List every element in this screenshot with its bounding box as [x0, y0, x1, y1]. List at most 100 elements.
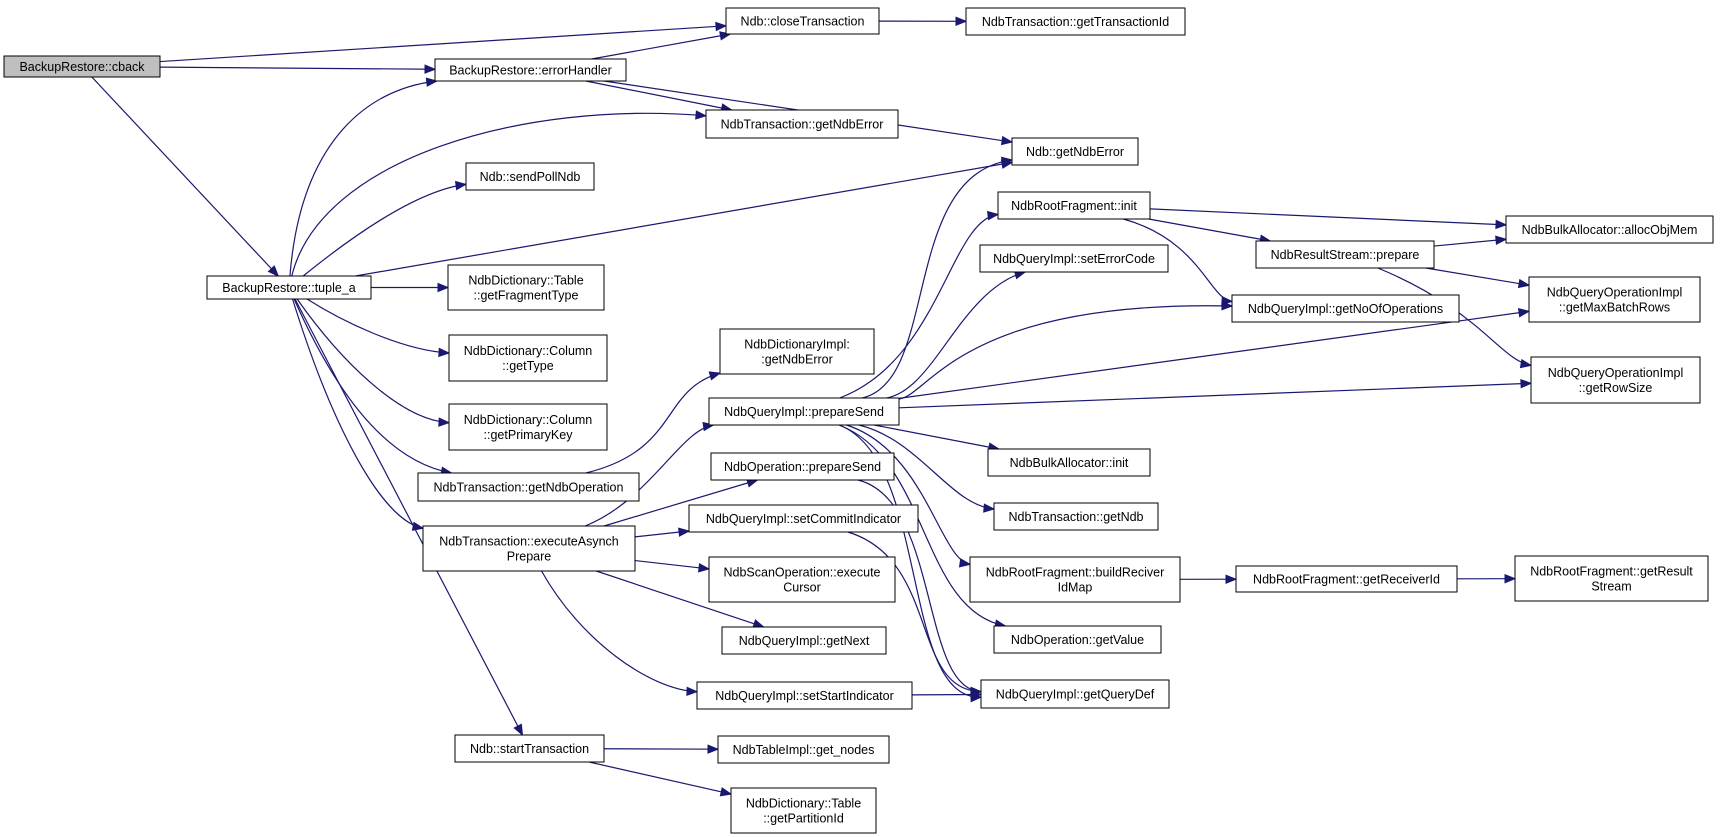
node-box[interactable]: [3, 55, 161, 78]
node-get-ndb-operation[interactable]: NdbTransaction::getNdbOperation: [417, 472, 640, 502]
node-box[interactable]: [422, 525, 636, 572]
arrowhead: [424, 64, 437, 74]
node-tx-get-ndb-error[interactable]: NdbTransaction::getNdbError: [705, 109, 899, 139]
node-box[interactable]: [708, 397, 900, 426]
node-ndb-get-ndb-error[interactable]: Ndb::getNdbError: [1011, 137, 1139, 166]
node-label: NdbOperation::prepareSend: [724, 460, 881, 474]
node-get-nodes[interactable]: NdbTableImpl::get_nodes: [717, 735, 890, 764]
node-bulk-init[interactable]: NdbBulkAllocator::init: [987, 448, 1151, 477]
node-box[interactable]: [434, 58, 627, 82]
edge-line: [1425, 267, 1530, 286]
node-box[interactable]: [454, 734, 605, 763]
node-label: BackupRestore::cback: [19, 60, 145, 74]
node-box[interactable]: [206, 275, 372, 300]
node-col-get-type[interactable]: NdbDictionary::Column::getType: [448, 334, 608, 382]
edge-qi-prepare-send-to-bulk-init: [874, 424, 1001, 452]
node-box[interactable]: [688, 504, 919, 533]
node-box[interactable]: [1255, 240, 1435, 269]
node-set-start-indicator[interactable]: NdbQueryImpl::setStartIndicator: [696, 681, 913, 710]
node-box[interactable]: [730, 787, 877, 834]
node-box[interactable]: [1235, 565, 1458, 593]
node-tuple-a[interactable]: BackupRestore::tuple_a: [206, 275, 372, 300]
node-get-max-batch-rows[interactable]: NdbQueryOperationImpl::getMaxBatchRows: [1528, 276, 1701, 323]
node-cback[interactable]: BackupRestore::cback: [3, 55, 161, 78]
node-box[interactable]: [969, 556, 1181, 603]
node-dict-impl-get-ndb-error[interactable]: NdbDictionaryImpl::getNdbError: [719, 328, 875, 375]
arrowhead: [686, 686, 699, 697]
node-box[interactable]: [448, 334, 608, 382]
node-label: NdbBulkAllocator::allocObjMem: [1522, 223, 1698, 237]
node-box[interactable]: [696, 681, 913, 710]
node-get-receiver-id[interactable]: NdbRootFragment::getReceiverId: [1235, 565, 1458, 593]
node-box[interactable]: [708, 556, 896, 603]
edge-start-transaction-to-get-nodes: [603, 744, 720, 754]
node-box[interactable]: [710, 452, 895, 481]
node-rf-init[interactable]: NdbRootFragment::init: [997, 191, 1151, 220]
node-box[interactable]: [993, 502, 1159, 531]
node-box[interactable]: [980, 679, 1170, 709]
edge-line: [1377, 267, 1532, 366]
edge-rf-init-to-alloc-obj-mem: [1149, 208, 1508, 230]
node-box[interactable]: [979, 244, 1169, 273]
edge-cback-to-close-transaction: [159, 21, 728, 63]
edge-execute-asynch-prepare-to-set-start-indicator: [541, 570, 699, 697]
node-box[interactable]: [417, 472, 640, 502]
node-label: NdbRootFragment::buildReciver: [986, 566, 1165, 580]
node-send-poll-ndb[interactable]: Ndb::sendPollNdb: [465, 162, 595, 191]
edge-qi-prepare-send-to-rf-init: [839, 210, 1000, 399]
node-box[interactable]: [1231, 294, 1460, 323]
edge-execute-asynch-prepare-to-set-commit-indicator: [634, 527, 691, 538]
node-alloc-obj-mem[interactable]: NdbBulkAllocator::allocObjMem: [1505, 215, 1714, 244]
node-get-row-size[interactable]: NdbQueryOperationImpl::getRowSize: [1530, 356, 1701, 404]
node-label: NdbTransaction::getNdbOperation: [434, 481, 624, 495]
node-box[interactable]: [993, 625, 1162, 654]
node-start-transaction[interactable]: Ndb::startTransaction: [454, 734, 605, 763]
node-box[interactable]: [705, 109, 899, 139]
edge-cback-to-error-handler: [159, 64, 437, 74]
node-box[interactable]: [719, 328, 875, 375]
node-box[interactable]: [987, 448, 1151, 477]
node-box[interactable]: [1011, 137, 1139, 166]
node-op-get-value[interactable]: NdbOperation::getValue: [993, 625, 1162, 654]
arrowhead: [958, 558, 972, 568]
node-box[interactable]: [1528, 276, 1701, 323]
node-box[interactable]: [447, 264, 605, 311]
node-get-partition-id[interactable]: NdbDictionary::Table::getPartitionId: [730, 787, 877, 834]
node-set-commit-indicator[interactable]: NdbQueryImpl::setCommitIndicator: [688, 504, 919, 533]
arrowhead: [1221, 295, 1234, 306]
node-box[interactable]: [997, 191, 1151, 220]
node-tx-get-ndb[interactable]: NdbTransaction::getNdb: [993, 502, 1159, 531]
node-close-transaction[interactable]: Ndb::closeTransaction: [725, 7, 880, 35]
node-box[interactable]: [1514, 555, 1709, 602]
edge-tuple-a-to-get-fragment-type: [371, 282, 450, 293]
node-get-query-def[interactable]: NdbQueryImpl::getQueryDef: [980, 679, 1170, 709]
edge-line: [857, 479, 982, 693]
node-box[interactable]: [465, 162, 595, 191]
node-rs-prepare[interactable]: NdbResultStream::prepare: [1255, 240, 1435, 269]
node-box[interactable]: [1505, 215, 1714, 244]
edge-qi-prepare-send-to-build-reciver-id-map: [846, 424, 972, 568]
node-col-get-primary-key[interactable]: NdbDictionary::Column::getPrimaryKey: [448, 403, 608, 451]
node-get-next[interactable]: NdbQueryImpl::getNext: [721, 626, 887, 655]
edges-layer: [91, 16, 1533, 797]
arrowhead: [425, 77, 439, 87]
node-get-no-of-operations[interactable]: NdbQueryImpl::getNoOfOperations: [1231, 294, 1460, 323]
node-box[interactable]: [725, 7, 880, 35]
edge-line: [289, 80, 437, 277]
node-box[interactable]: [448, 403, 608, 451]
node-box[interactable]: [721, 626, 887, 655]
node-op-prepare-send[interactable]: NdbOperation::prepareSend: [710, 452, 895, 481]
node-box[interactable]: [717, 735, 890, 764]
node-box[interactable]: [1530, 356, 1701, 404]
node-qi-prepare-send[interactable]: NdbQueryImpl::prepareSend: [708, 397, 900, 426]
node-get-fragment-type[interactable]: NdbDictionary::Table::getFragmentType: [447, 264, 605, 311]
node-error-handler[interactable]: BackupRestore::errorHandler: [434, 58, 627, 82]
arrowhead: [1520, 378, 1533, 389]
node-box[interactable]: [965, 7, 1186, 36]
node-get-transaction-id[interactable]: NdbTransaction::getTransactionId: [965, 7, 1186, 36]
node-set-error-code[interactable]: NdbQueryImpl::setErrorCode: [979, 244, 1169, 273]
